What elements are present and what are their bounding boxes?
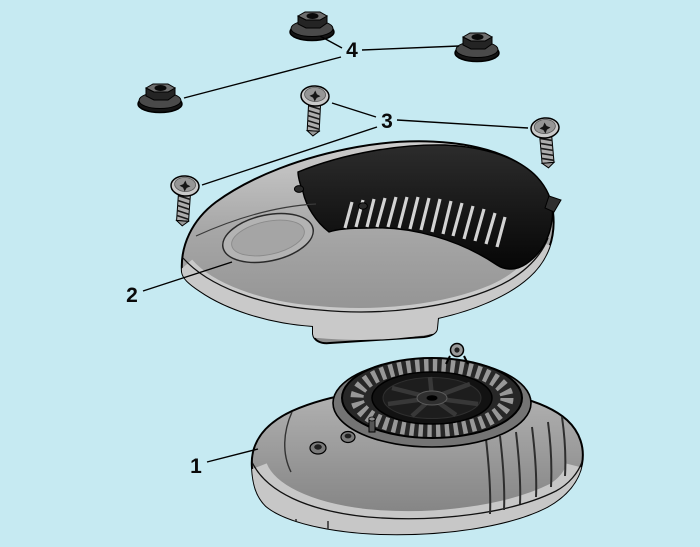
leader-3-left-screw	[201, 126, 378, 186]
fan-blades	[387, 376, 479, 418]
leader-2-cover	[142, 261, 233, 292]
leader-4-top-nut	[319, 35, 343, 49]
leader-4-right-nut	[361, 45, 460, 51]
cover-ridge-line	[195, 203, 317, 237]
cover-oval-recess	[222, 212, 314, 264]
housing-ribs	[485, 416, 567, 515]
lower-housing-assembly	[250, 342, 584, 536]
fan-bracket	[445, 342, 469, 365]
cover-vent-slats	[343, 196, 507, 248]
leader-1-housing	[206, 448, 259, 463]
leader-3-right-screw	[396, 119, 529, 129]
callout-label-4: 4	[346, 39, 358, 62]
ribbed-ring	[350, 359, 514, 437]
housing-bosses	[309, 416, 376, 455]
leader-3-center-screw	[331, 102, 377, 118]
callout-label-3: 3	[381, 110, 393, 133]
cover-screw-hole-right	[358, 202, 368, 210]
callout-lines	[142, 35, 529, 463]
callout-label-2: 2	[126, 284, 138, 307]
top-cover	[180, 140, 562, 345]
cover-right-tab	[544, 195, 562, 213]
callout-label-1: 1	[190, 455, 202, 478]
flywheel-fan	[341, 357, 523, 439]
cover-screw-hole-left	[293, 185, 305, 193]
leader-4-left-nut	[183, 56, 342, 99]
housing-front-contour	[284, 411, 293, 473]
